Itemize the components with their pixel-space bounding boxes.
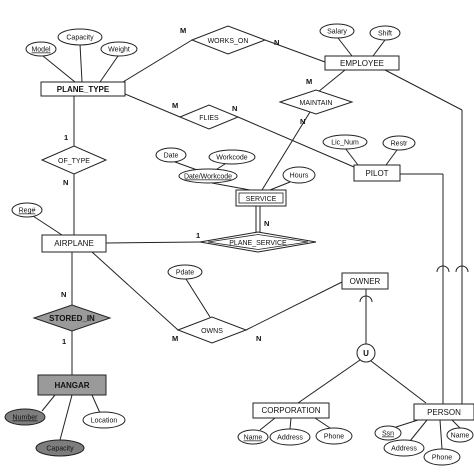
attribute-restr: Restr [382, 135, 416, 151]
svg-text:SERVICE: SERVICE [246, 196, 277, 203]
svg-text:MAINTAIN: MAINTAIN [300, 100, 333, 107]
attribute-date: Date [155, 147, 187, 163]
card-of-type-top: 1 [64, 133, 68, 142]
card-works-on-left: M [180, 26, 186, 35]
svg-text:PLANE_SERVICE: PLANE_SERVICE [229, 240, 287, 247]
entity-pilot: PILOT [353, 164, 401, 182]
svg-text:FLIES: FLIES [199, 115, 219, 122]
card-maintain-top: M [306, 77, 312, 86]
card-flies-left: M [172, 101, 178, 110]
svg-text:Hours: Hours [290, 173, 309, 180]
relationship-of-type: OF_TYPE [40, 145, 108, 175]
svg-text:PILOT: PILOT [365, 169, 388, 178]
svg-text:Weight: Weight [108, 47, 130, 54]
svg-text:Date: Date [164, 153, 179, 160]
attribute-salary: Salary [319, 23, 355, 39]
attribute-ssn: Ssn [374, 425, 402, 441]
svg-text:Capacity: Capacity [66, 35, 94, 42]
svg-text:Address: Address [391, 446, 417, 453]
card-works-on-right: N [274, 38, 279, 47]
svg-text:CORPORATION: CORPORATION [262, 406, 321, 415]
entity-hangar: HANGAR [37, 374, 107, 396]
attribute-number: Number [4, 408, 46, 426]
entity-employee: EMPLOYEE [324, 55, 400, 71]
svg-text:Capacity: Capacity [46, 446, 74, 453]
attribute-corp-phone: Phone [315, 427, 353, 445]
svg-text:EMPLOYEE: EMPLOYEE [340, 59, 384, 68]
attribute-pdate: Pdate [167, 264, 203, 280]
attribute-capacity: Capacity [57, 28, 103, 46]
svg-text:Workcode: Workcode [216, 155, 247, 162]
relationship-works-on: WORKS_ON [190, 25, 267, 55]
attribute-corp-name: Name [237, 429, 269, 445]
svg-text:Shift: Shift [378, 31, 392, 38]
svg-text:Restr: Restr [391, 141, 408, 148]
svg-text:OF_TYPE: OF_TYPE [58, 158, 90, 165]
svg-text:Phone: Phone [432, 455, 452, 462]
card-stored-in-bottom: 1 [62, 337, 66, 346]
svg-text:Name: Name [244, 435, 263, 442]
svg-text:PLANE_TYPE: PLANE_TYPE [57, 85, 110, 94]
cardinality-labels: M N M N M N 1 N 1 N N 1 M N [61, 26, 312, 346]
entity-plane-type: PLANE_TYPE [40, 81, 126, 97]
card-of-type-bottom: N [63, 178, 68, 187]
relationship-owns: OWNS [176, 316, 248, 344]
relationship-stored-in: STORED_IN [32, 304, 112, 332]
attribute-person-address: Address [383, 439, 425, 457]
svg-text:WORKS_ON: WORKS_ON [208, 38, 249, 45]
attribute-weight: Weight [100, 41, 138, 57]
attribute-person-name: Name [446, 427, 474, 443]
card-stored-in-top: N [61, 290, 66, 299]
attribute-reg-number: Reg# [11, 202, 43, 218]
svg-text:Phone: Phone [324, 434, 344, 441]
attribute-workcode: Workcode [208, 149, 256, 165]
card-owns-right: N [256, 334, 261, 343]
card-maintain-bottom: N [300, 117, 305, 126]
relationship-maintain: MAINTAIN [278, 89, 354, 115]
attribute-date-workcode: Date/Workcode [178, 168, 238, 184]
svg-text:Reg#: Reg# [19, 208, 36, 215]
svg-text:Ssn: Ssn [382, 431, 394, 438]
attribute-shift: Shift [369, 25, 401, 41]
card-plane-service-right: N [264, 219, 269, 228]
attribute-person-phone: Phone [423, 448, 461, 466]
entity-person: PERSON [413, 403, 474, 421]
card-flies-right: N [232, 104, 237, 113]
entity-airplane: AIRPLANE [41, 234, 107, 253]
svg-text:Pdate: Pdate [176, 270, 194, 277]
svg-text:Name: Name [451, 433, 470, 440]
svg-text:PERSON: PERSON [427, 408, 461, 417]
svg-text:OWNS: OWNS [201, 328, 223, 335]
attribute-model: Model [25, 41, 57, 57]
svg-text:OWNER: OWNER [350, 277, 381, 286]
svg-text:Address: Address [277, 435, 303, 442]
entity-owner: OWNER [341, 272, 389, 290]
card-plane-service-left: 1 [196, 231, 200, 240]
card-owns-left: M [172, 334, 178, 343]
svg-text:U: U [363, 349, 369, 358]
attribute-hours: Hours [282, 166, 316, 184]
union-circle: U [356, 343, 376, 363]
entity-corporation: CORPORATION [252, 402, 330, 419]
attribute-lic-num: Lic_Num [322, 134, 368, 150]
attribute-hangar-capacity: Capacity [35, 439, 85, 457]
svg-text:Model: Model [31, 47, 51, 54]
relationship-plane-service: PLANE_SERVICE [199, 231, 317, 253]
attribute-location: Location [82, 411, 126, 429]
svg-text:Location: Location [91, 418, 118, 425]
svg-text:Number: Number [13, 415, 39, 422]
svg-text:AIRPLANE: AIRPLANE [54, 239, 94, 248]
svg-text:HANGAR: HANGAR [54, 381, 89, 390]
svg-text:Lic_Num: Lic_Num [331, 140, 359, 147]
relationship-flies: FLIES [178, 104, 240, 130]
svg-text:Date/Workcode: Date/Workcode [184, 174, 232, 181]
svg-text:STORED_IN: STORED_IN [49, 314, 95, 323]
attribute-corp-address: Address [269, 428, 311, 446]
svg-text:Salary: Salary [327, 29, 347, 36]
entity-service: SERVICE [235, 189, 287, 207]
